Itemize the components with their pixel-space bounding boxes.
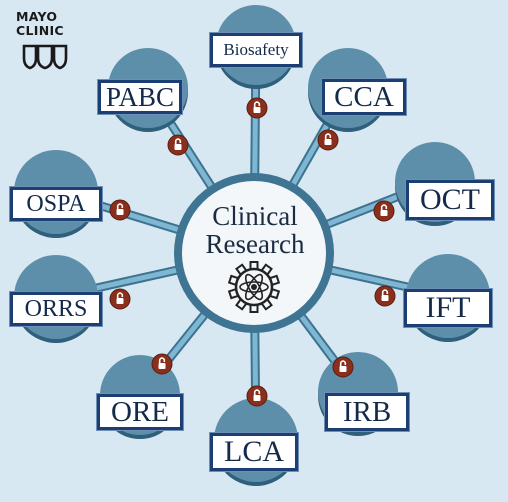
lock-icon-ore xyxy=(151,353,173,375)
lock-body xyxy=(381,295,389,301)
atom-nucleus xyxy=(251,284,257,290)
lock-icon-oct xyxy=(373,200,395,222)
lock-shackle xyxy=(174,138,182,144)
lock-shackle xyxy=(253,389,261,395)
lock-body xyxy=(174,144,182,150)
lock-body xyxy=(253,107,261,113)
hub-title-line-1: Clinical xyxy=(212,201,298,231)
node-label-pabc: PABC xyxy=(98,80,182,114)
lock-body xyxy=(339,366,347,372)
lock-shackle xyxy=(381,289,389,295)
lock-icon-irb xyxy=(332,356,354,378)
node-label-ore: ORE xyxy=(97,394,183,430)
lock-shackle xyxy=(324,133,332,139)
lock-icon-orrs xyxy=(109,288,131,310)
lock-icon-ospa xyxy=(109,199,131,221)
node-label-biosafety: Biosafety xyxy=(210,33,302,67)
atom-orbit xyxy=(244,273,264,301)
lock-shackle xyxy=(380,204,388,210)
node-label-oct: OCT xyxy=(406,180,494,220)
lock-icon-ift xyxy=(374,285,396,307)
mayo-shields-icon xyxy=(22,44,68,70)
lock-body xyxy=(324,139,332,145)
atom-gear-icon xyxy=(227,261,281,313)
atom-orbit xyxy=(244,273,264,301)
logo-line-1: MAYO xyxy=(16,9,58,24)
logo-line-2: CLINIC xyxy=(16,23,64,38)
lock-icon-cca xyxy=(317,129,339,151)
hub-title-line-2: Research xyxy=(205,229,305,259)
lock-body xyxy=(158,363,166,369)
hub-circle xyxy=(182,181,326,325)
lock-shackle xyxy=(253,101,261,107)
node-label-lca: LCA xyxy=(210,433,298,471)
lock-shackle xyxy=(116,203,124,209)
lock-shackle xyxy=(339,360,347,366)
lock-icon-biosafety xyxy=(246,97,268,119)
lock-shackle xyxy=(158,357,166,363)
atom-orbit xyxy=(239,281,269,293)
lock-body xyxy=(253,395,261,401)
lock-body xyxy=(116,209,124,215)
mayo-clinic-logo: MAYO CLINIC xyxy=(16,10,64,38)
node-label-cca: CCA xyxy=(322,79,406,115)
lock-icon-pabc xyxy=(167,134,189,156)
lock-body xyxy=(116,298,124,304)
lock-shackle xyxy=(116,292,124,298)
lock-body xyxy=(380,210,388,216)
node-label-orrs: ORRS xyxy=(10,292,102,326)
node-label-irb: IRB xyxy=(325,393,409,431)
node-label-ospa: OSPA xyxy=(10,187,102,221)
node-label-ift: IFT xyxy=(404,289,492,327)
hub-title: Clinical Research xyxy=(185,202,325,258)
lock-icon-lca xyxy=(246,385,268,407)
